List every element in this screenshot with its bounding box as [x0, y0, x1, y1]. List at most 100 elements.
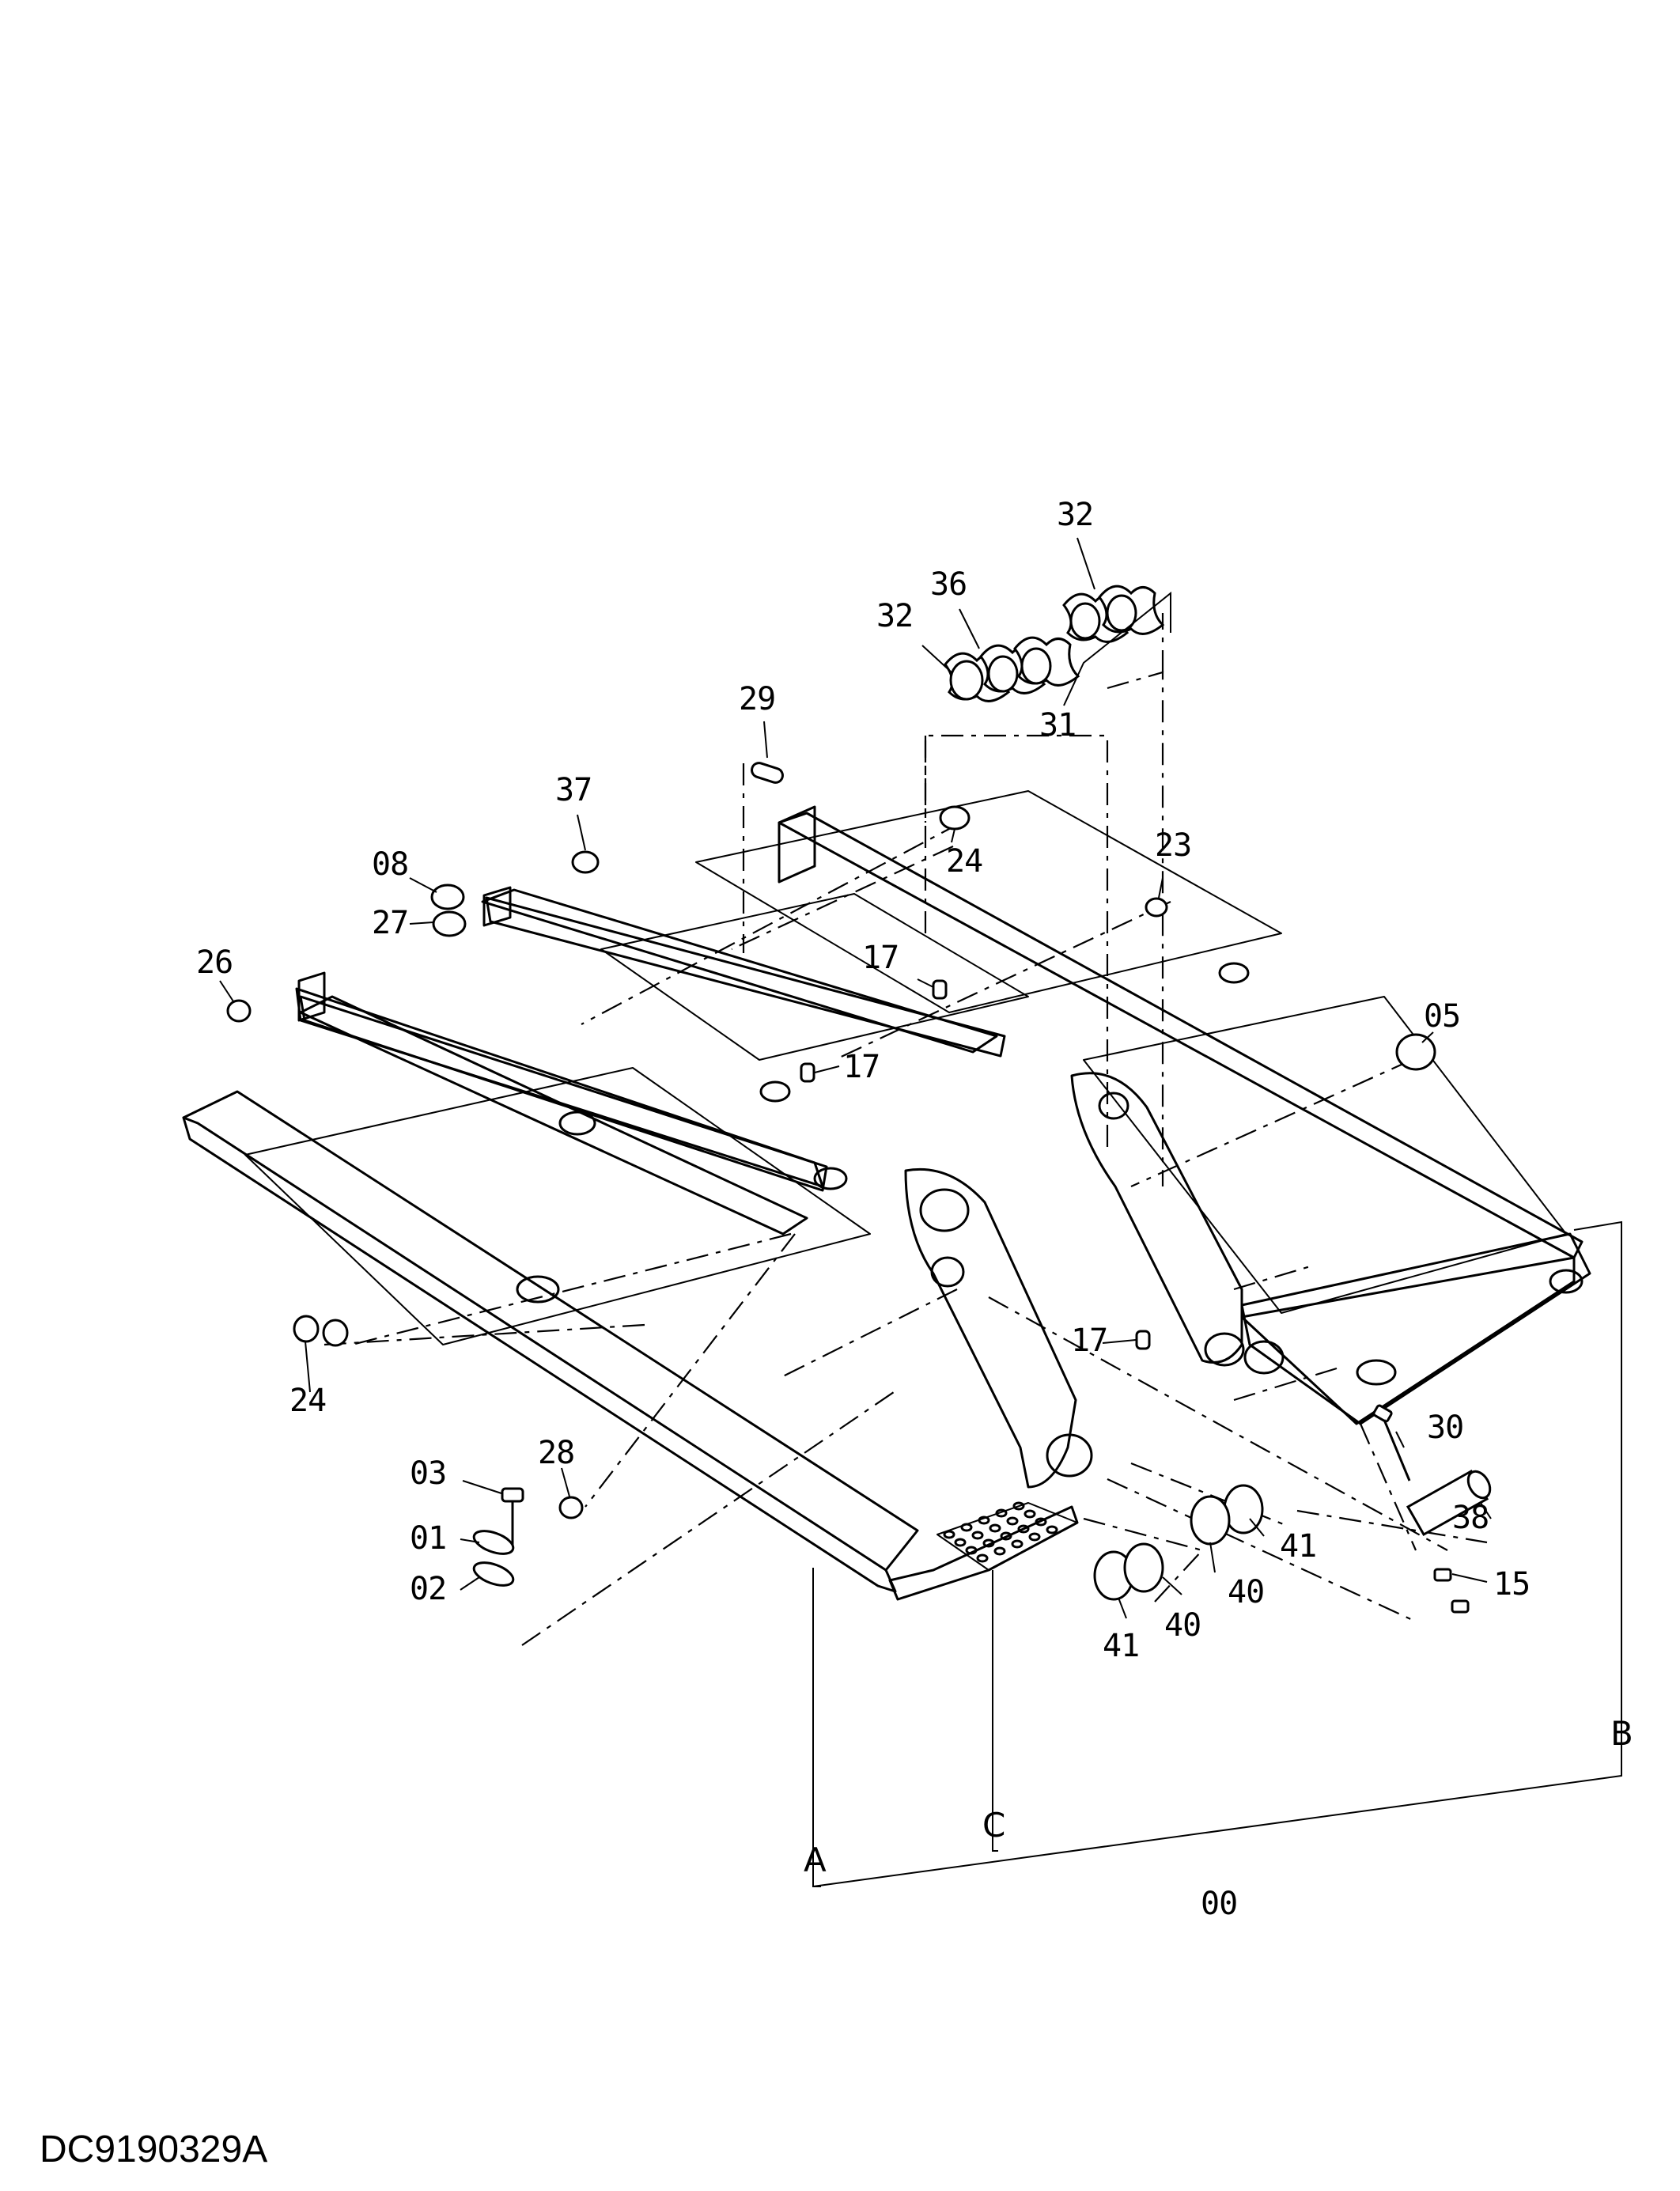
part-01	[472, 1530, 515, 1555]
part-41-right	[1223, 1484, 1264, 1534]
callout-31: 31	[1039, 707, 1076, 744]
part-29	[751, 762, 784, 784]
step-perforation	[1046, 1525, 1058, 1534]
dash-dot-lines	[324, 613, 1488, 1646]
callout-32-right: 32	[1057, 497, 1093, 533]
step-perforation	[943, 1530, 955, 1539]
step-plate	[888, 1505, 1079, 1601]
step-perforation	[1035, 1517, 1047, 1527]
boom-bracket-left	[904, 1167, 1077, 1489]
part-17c	[1135, 1330, 1151, 1350]
part-37	[571, 850, 600, 874]
left-deck	[244, 1067, 871, 1345]
part-38	[1406, 1469, 1492, 1537]
ref-letter-b: B	[1610, 1714, 1633, 1753]
left-side-rail	[182, 1116, 897, 1593]
step-perforation	[1000, 1531, 1012, 1541]
loose-parts	[226, 585, 1492, 1614]
part-05	[1395, 1033, 1436, 1071]
part-26	[226, 999, 252, 1023]
boom-bracket-boss-5	[1046, 1433, 1093, 1478]
callout-41-left: 41	[1103, 1628, 1139, 1664]
callout-leaders	[219, 537, 1492, 1619]
callout-28: 28	[538, 1435, 574, 1471]
part-24-top	[939, 805, 971, 831]
callout-03: 03	[410, 1455, 446, 1492]
callout-01: 01	[410, 1520, 446, 1557]
step-perforation	[954, 1538, 967, 1547]
part-30	[1372, 1404, 1411, 1481]
callout-32-left: 32	[876, 598, 913, 634]
callout-29: 29	[739, 681, 775, 717]
part-24-bottom-b	[322, 1319, 349, 1347]
step-perforation	[982, 1538, 995, 1548]
callout-37: 37	[555, 772, 592, 808]
part-03	[501, 1487, 524, 1550]
callout-23: 23	[1155, 827, 1191, 864]
step-perforation	[976, 1553, 989, 1563]
callout-17-top: 17	[862, 940, 899, 976]
right-box-hole	[1549, 1269, 1584, 1294]
right-rear-box	[1240, 1256, 1576, 1425]
ref-letter-c: C	[982, 1806, 1005, 1845]
upper-beam-2	[299, 995, 828, 1192]
assembly-brackets	[812, 1220, 1622, 1887]
step-perforation	[1024, 1509, 1036, 1519]
boom-bracket-right	[1070, 1072, 1243, 1364]
left-upright	[297, 971, 326, 1022]
callout-05: 05	[1424, 998, 1460, 1035]
boom-bracket-boss-3	[1204, 1332, 1245, 1367]
cross-beam-2	[481, 888, 998, 1054]
step-perforation	[993, 1546, 1006, 1556]
boom-bracket-boss-1	[919, 1188, 970, 1232]
callout-40-right: 40	[1228, 1574, 1264, 1610]
part-02	[472, 1561, 515, 1587]
step-perforation	[995, 1508, 1008, 1518]
centre-deck	[600, 893, 1029, 1061]
part-15a	[1433, 1568, 1452, 1582]
part-40-right	[1190, 1495, 1231, 1546]
step-perforation	[1012, 1501, 1025, 1511]
callout-17-mid: 17	[843, 1049, 880, 1085]
callout-02: 02	[410, 1571, 446, 1607]
step-perforation	[1028, 1532, 1041, 1542]
boom-bracket-boss-6	[1098, 1092, 1129, 1120]
step-perforation	[1011, 1539, 1024, 1549]
part-40-left	[1123, 1542, 1164, 1593]
main-frame	[182, 790, 1591, 1601]
perforated-step	[936, 1501, 1078, 1571]
upper-beam	[485, 896, 1006, 1058]
left-side-rail-top	[182, 1090, 919, 1572]
step-perforation	[1006, 1516, 1019, 1526]
callout-24-top: 24	[946, 843, 982, 880]
step-perforation	[971, 1531, 984, 1540]
boom-bracket-boss-2	[930, 1256, 965, 1288]
callout-24-bottom: 24	[289, 1383, 326, 1419]
part-17b	[800, 1062, 815, 1083]
part-17a	[932, 979, 948, 1000]
callout-08: 08	[372, 846, 408, 883]
callout-labels: 32 36 32 31 29 37 24 23 08 27 26 17 17 0…	[196, 497, 1531, 1922]
step-perforation	[989, 1523, 1001, 1533]
callout-27: 27	[372, 905, 408, 941]
callout-00: 00	[1201, 1886, 1237, 1922]
frame-hole-1	[516, 1275, 560, 1304]
right-side-rail	[778, 812, 1584, 1259]
part-23	[1145, 897, 1168, 918]
callout-30: 30	[1427, 1410, 1463, 1446]
step-perforation	[978, 1516, 990, 1525]
frame-hole-3	[558, 1111, 596, 1136]
frame-hole-5	[1218, 962, 1250, 984]
rear-rail	[778, 805, 816, 884]
right-front-box	[1240, 1232, 1591, 1425]
right-box-hole-2	[1356, 1359, 1397, 1386]
step-perforation	[965, 1546, 978, 1555]
step-perforation	[960, 1523, 973, 1532]
gasket-stack-right	[1062, 585, 1165, 643]
callout-26: 26	[196, 944, 233, 981]
callout-15: 15	[1493, 1566, 1530, 1603]
boom-bracket-boss-4	[1243, 1340, 1285, 1375]
callout-41-right: 41	[1280, 1528, 1316, 1565]
callout-17-right: 17	[1071, 1323, 1107, 1359]
